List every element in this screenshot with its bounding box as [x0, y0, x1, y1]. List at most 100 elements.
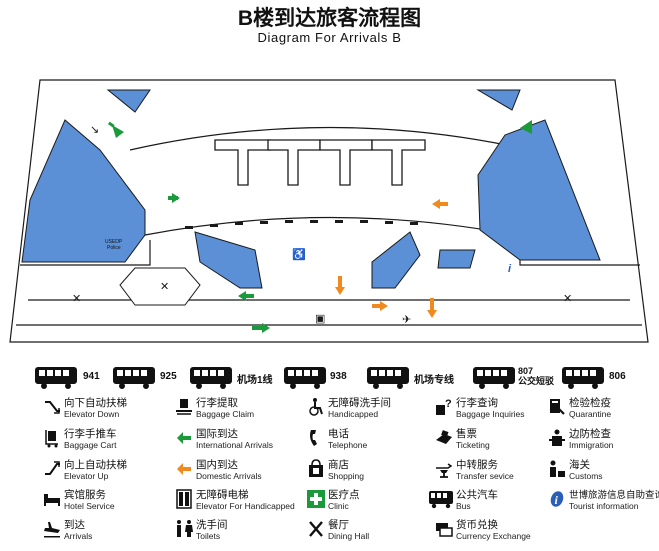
map-shopping-icon: ▣: [315, 313, 325, 325]
top-right-corner-area: [476, 89, 521, 111]
map-dining-icon-2: ✕: [160, 281, 169, 293]
svg-text:i: i: [555, 493, 559, 507]
map-police-label-2: Police: [107, 245, 121, 251]
bus-icon: [429, 491, 453, 509]
transfer-icon: [436, 463, 453, 478]
legend-item: 无障碍洗手间 Handicapped: [306, 395, 434, 429]
page-title: B楼到达旅客流程图: [237, 7, 422, 30]
legend-item: 向下自动扶梯 Elevator Down: [42, 395, 170, 429]
arrow-intl-3: [238, 291, 254, 301]
legend-cn: 商店: [328, 459, 349, 471]
center-right-block: [437, 249, 476, 269]
legend-cn: 检验检疫: [569, 397, 611, 409]
arrow-dom-2: [335, 276, 345, 295]
legend-cn: 货币兑换: [456, 519, 498, 531]
legend-cn: 行李提取: [196, 397, 238, 409]
right-belt-area: [371, 231, 421, 289]
legend-en: Handicapped: [328, 409, 379, 419]
left-belt-area: [194, 231, 263, 289]
arrow-intl-2: [168, 193, 180, 203]
legend-en: Quarantine: [569, 409, 612, 419]
legend-en: Transfer sevice: [456, 471, 514, 481]
bus-route-number: 806: [609, 371, 626, 382]
legend-cn: 向上自动扶梯: [64, 459, 127, 471]
escalator-up-icon: [45, 461, 60, 475]
baggage-carousel-4: [371, 139, 426, 186]
legend-cn: 海关: [569, 459, 590, 471]
center-left-octagon: [119, 267, 201, 306]
legend-item: ? 行李查询 Baggage Inquiries: [434, 395, 562, 429]
legend-cn: 边防检查: [569, 428, 611, 440]
legend-cn: 中转服务: [456, 459, 498, 471]
map-escalator-icon: ↘: [90, 124, 99, 136]
bus-route-number: 机场1线: [237, 375, 273, 386]
legend-en: Bus: [456, 501, 471, 511]
legend-cn: 国内到达: [196, 459, 238, 471]
legend-cn: 餐厅: [328, 519, 349, 531]
bus-routes-row: 941 925 机场1线 938 机场专线 807 公交短驳 806: [0, 366, 659, 396]
legend-en: Baggage Inquiries: [456, 409, 525, 419]
legend-cn: 向下自动扶梯: [64, 397, 127, 409]
arrow-intl-1: [107, 121, 124, 138]
top-left-corner-area: [106, 89, 151, 113]
map-dining-icon-3: ✕: [563, 293, 572, 305]
legend-en: Baggage Claim: [196, 409, 255, 419]
arrow-intl-4: [252, 323, 270, 333]
legend-item: 向上自动扶梯 Elevator Up: [42, 457, 170, 491]
baggage-inquiry-icon: ?: [436, 398, 452, 415]
map-handicapped-icon: ♿: [292, 248, 306, 261]
bus-route-number: 机场专线: [414, 375, 454, 386]
arrival-plane-icon: [44, 522, 60, 538]
legend-item: 公共汽车 Bus: [428, 487, 556, 521]
bus-route-number: 938: [330, 371, 347, 382]
legend-item: 国际到达 International Arrivals: [174, 426, 302, 460]
right-hall-area: [477, 119, 601, 261]
legend-cn: 行李手推车: [64, 428, 117, 440]
legend-item: 无障碍电梯 Elevator For Handicapped: [174, 487, 302, 521]
customs-icon: [550, 460, 565, 477]
legend-en: Shopping: [328, 471, 364, 481]
legend-en: Baggage Cart: [64, 440, 117, 450]
bus-icon: [472, 366, 516, 395]
legend-item: 到达 Arrivals: [42, 517, 170, 551]
tourist-info-icon: i: [550, 491, 564, 507]
legend-item: 商店 Shopping: [306, 457, 434, 491]
map-tourist-info-icon: i: [508, 263, 512, 275]
legend-item: 货币兑换 Currency Exchange: [434, 517, 562, 551]
legend-item: 医疗点 Clinic: [306, 487, 434, 521]
toilets-icon: [177, 520, 193, 537]
arrow-dom-3: [372, 301, 388, 311]
baggage-claim-icon: [176, 399, 192, 415]
bus-route-number: 941: [83, 371, 100, 382]
legend-en: International Arrivals: [196, 440, 274, 450]
bus-icon: [561, 366, 605, 395]
legend-en: Clinic: [328, 501, 349, 511]
clinic-icon: [307, 490, 325, 508]
legend-item: 海关 Customs: [547, 457, 659, 491]
arrow-dom-4: [427, 298, 437, 318]
legend-item: 国内到达 Domestic Arrivals: [174, 457, 302, 491]
bus-icon: [189, 366, 233, 395]
bus-route-number: 925: [160, 371, 177, 382]
legend-cn: 洗手间: [196, 519, 228, 531]
legend-cn: 售票: [456, 428, 477, 440]
arrow-dom-1: [432, 199, 448, 209]
bus-route-number: 807 公交短驳: [518, 366, 555, 386]
legend-en: Arrivals: [64, 531, 93, 541]
page-subtitle: Diagram For Arrivals B: [257, 30, 402, 45]
telephone-icon: [310, 430, 317, 446]
legend-cn: 国际到达: [196, 428, 238, 440]
orange-arrow-icon: [177, 463, 191, 475]
bus-icon: [112, 366, 156, 395]
legend-en: Hotel Service: [64, 501, 115, 511]
green-arrow-icon: [177, 432, 191, 444]
legend-item: i 世博旅游信息自助查询机 Tourist information: [547, 487, 659, 521]
accessible-elevator-icon: [176, 489, 192, 509]
arrow-intl-5: [520, 120, 532, 134]
immigration-gates: [185, 220, 418, 229]
legend-cn: 医疗点: [328, 489, 360, 501]
legend-en: Ticketing: [456, 440, 490, 450]
legend-item: 宾馆服务 Hotel Service: [42, 487, 170, 521]
legend-cn: 电话: [328, 428, 349, 440]
